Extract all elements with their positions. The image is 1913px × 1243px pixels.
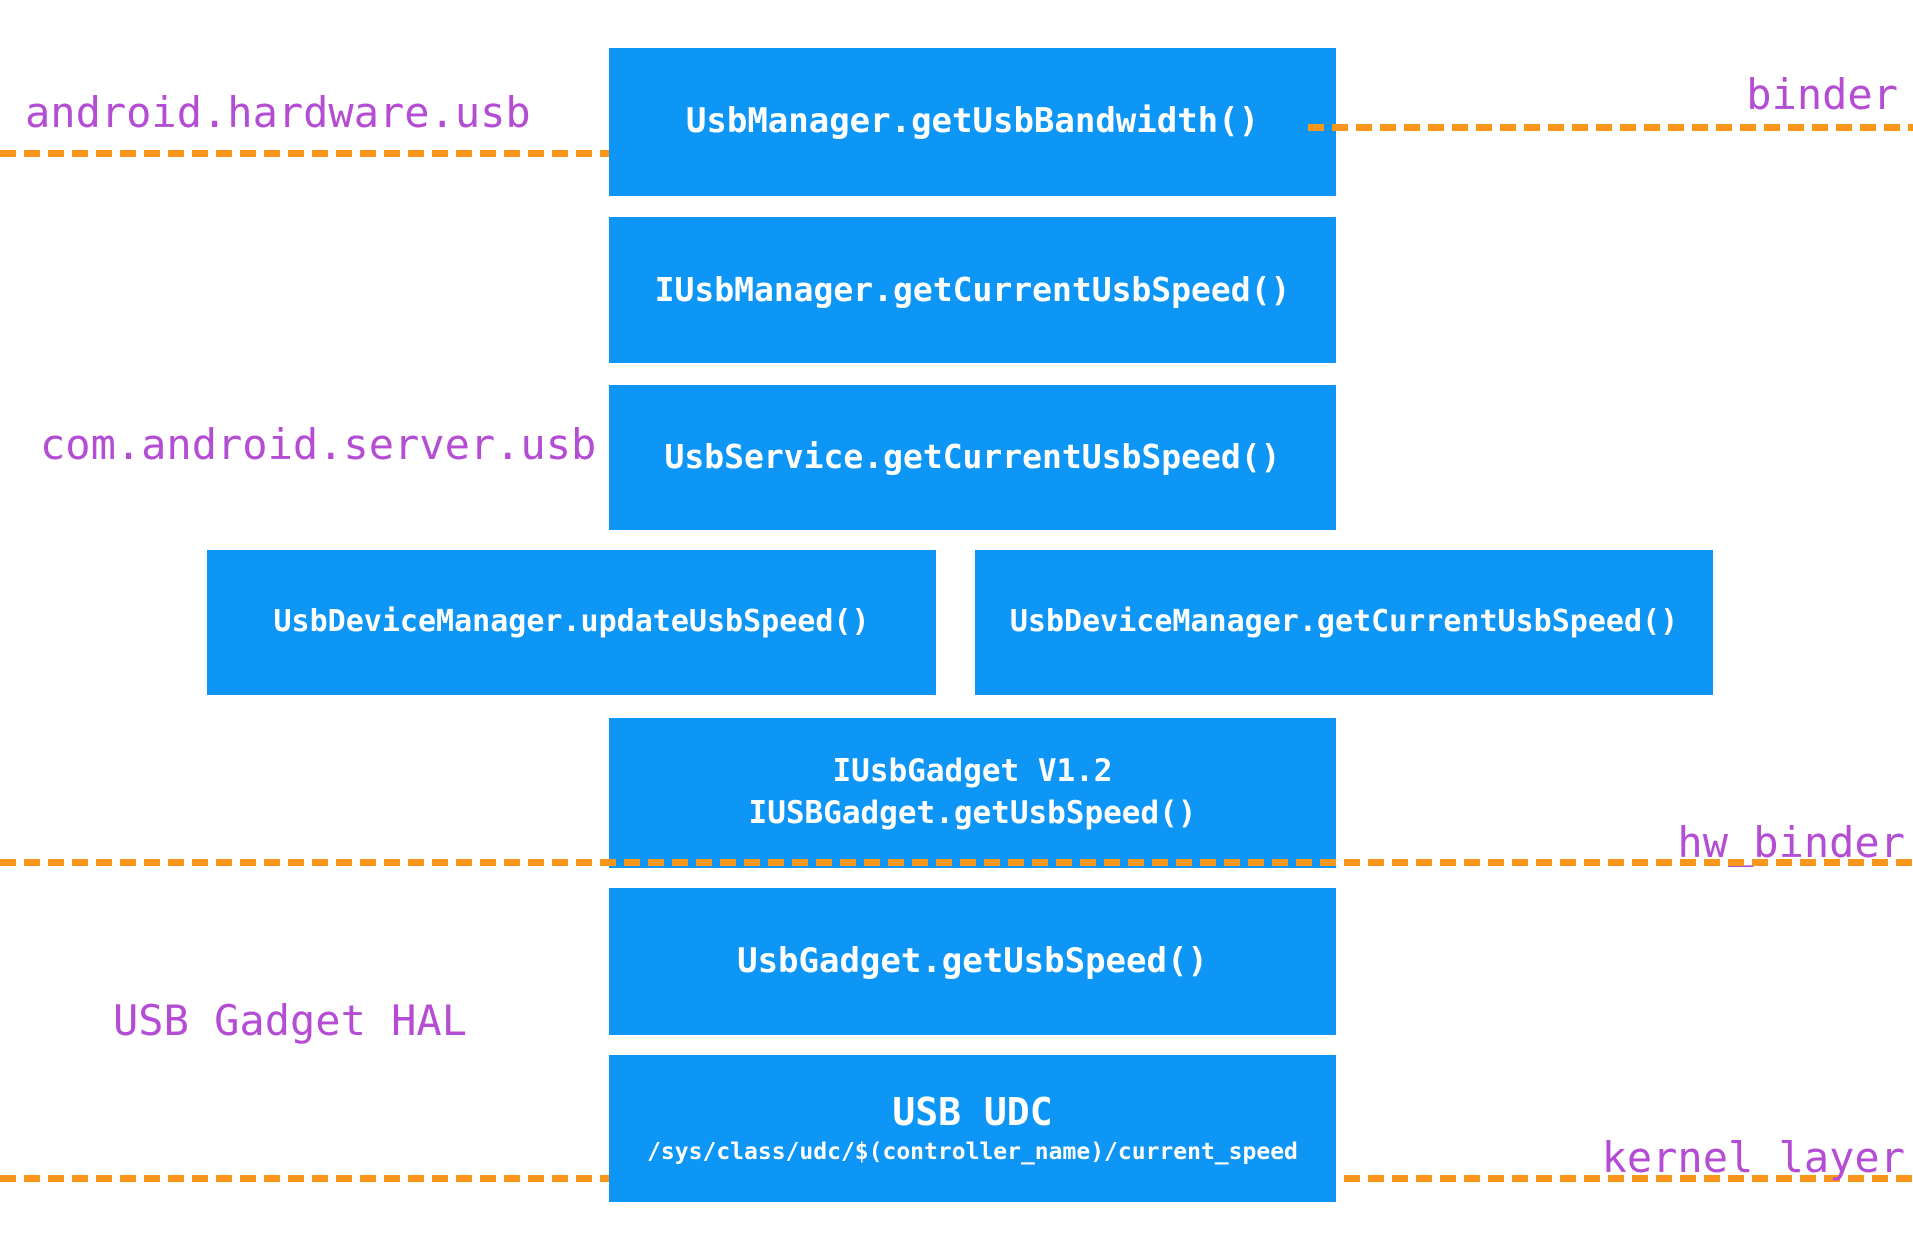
iusb-gadget-version-text: IUsbGadget V1.2 <box>832 753 1113 790</box>
hw-binder-label: hw_binder <box>1677 818 1905 867</box>
usb-device-manager-get-current-usb-speed-box: UsbDeviceManager.getCurrentUsbSpeed() <box>975 550 1713 695</box>
usb-service-method-text: UsbService.getCurrentUsbSpeed() <box>664 437 1281 477</box>
iusb-gadget-box: IUsbGadget V1.2 IUSBGadget.getUsbSpeed() <box>609 718 1336 868</box>
usb-manager-get-usb-bandwidth-box: UsbManager.getUsbBandwidth() <box>609 48 1336 196</box>
usb-service-get-current-usb-speed-box: UsbService.getCurrentUsbSpeed() <box>609 385 1336 530</box>
binder-layer-divider-right <box>1308 124 1913 131</box>
usb-device-manager-get-method-text: UsbDeviceManager.getCurrentUsbSpeed() <box>1009 604 1679 640</box>
kernel-layer-label: kernel layer <box>1601 1133 1905 1182</box>
usb-device-manager-update-usb-speed-box: UsbDeviceManager.updateUsbSpeed() <box>207 550 936 695</box>
usb-gadget-hal-label: USB Gadget HAL <box>113 996 468 1045</box>
usb-manager-method-text: UsbManager.getUsbBandwidth() <box>685 101 1260 142</box>
iusb-manager-method-text: IUsbManager.getCurrentUsbSpeed() <box>654 269 1291 309</box>
usb-udc-box: USB UDC /sys/class/udc/$(controller_name… <box>609 1055 1336 1202</box>
package-label-android-hardware-usb: android.hardware.usb <box>25 88 531 137</box>
iusb-gadget-method-text: IUSBGadget.getUsbSpeed() <box>748 795 1197 831</box>
usb-udc-title-text: USB UDC <box>892 1089 1053 1134</box>
usb-gadget-method-text: UsbGadget.getUsbSpeed() <box>737 940 1208 981</box>
binder-layer-divider-left <box>0 150 609 157</box>
usb-udc-sysfs-path-text: /sys/class/udc/$(controller_name)/curren… <box>647 1139 1298 1166</box>
hw-binder-layer-divider <box>0 859 1913 866</box>
iusb-manager-get-current-usb-speed-box: IUsbManager.getCurrentUsbSpeed() <box>609 217 1336 363</box>
package-label-com-android-server-usb: com.android.server.usb <box>40 420 597 469</box>
usb-gadget-get-usb-speed-box: UsbGadget.getUsbSpeed() <box>609 888 1336 1035</box>
usb-device-manager-update-method-text: UsbDeviceManager.updateUsbSpeed() <box>273 604 870 640</box>
binder-label: binder <box>1746 70 1898 119</box>
